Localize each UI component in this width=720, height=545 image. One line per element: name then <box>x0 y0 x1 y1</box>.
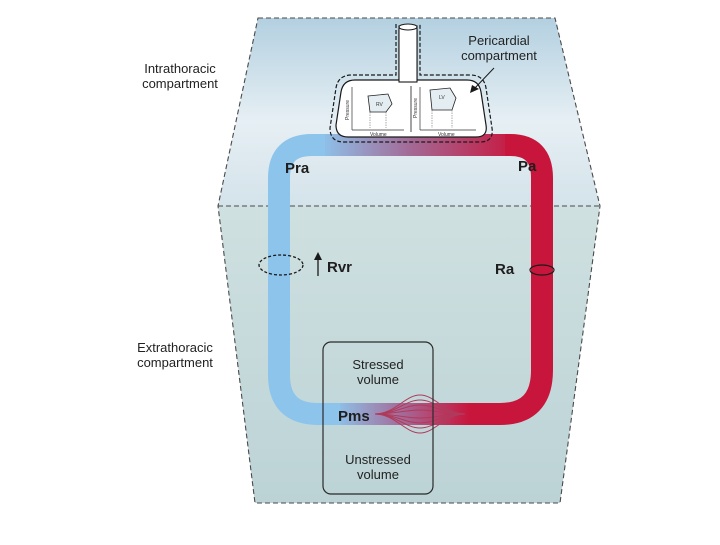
unstressed-volume-line2: volume <box>357 467 399 482</box>
lv-label: LV <box>439 95 445 101</box>
extrathoracic-label-line1: Extrathoracic <box>137 340 213 355</box>
arterial-resistance-ring <box>529 264 555 276</box>
unstressed-volume-label: Unstressed volume <box>323 452 433 482</box>
pericardial-label-line2: compartment <box>461 48 537 63</box>
extrathoracic-label: Extrathoracic compartment <box>115 340 235 370</box>
pericardial-label: Pericardial compartment <box>444 33 554 63</box>
venous-resistance-ring <box>258 254 304 276</box>
extrathoracic-region <box>218 206 600 503</box>
stressed-volume-line2: volume <box>357 372 399 387</box>
aorta-tube <box>398 23 418 83</box>
ra-label: Ra <box>495 261 515 278</box>
capillary-bed <box>374 394 466 434</box>
volume-box <box>322 341 434 495</box>
intrathoracic-label-line1: Intrathoracic <box>144 61 216 76</box>
pra-label: Pra <box>285 160 310 177</box>
pa-label: Pa <box>518 158 537 175</box>
pericardial-label-line1: Pericardial <box>468 33 530 48</box>
rv-axis-volume: Volume <box>370 132 387 138</box>
venous-return-vessel <box>268 134 343 425</box>
lv-axis-volume: Volume <box>438 132 455 138</box>
rv-axis-pressure: Pressure <box>345 100 351 120</box>
rvr-label: Rvr <box>327 259 353 276</box>
rv-pv-loop: RV Pressure Volume <box>345 87 404 138</box>
flow-arrow-icon <box>314 252 322 276</box>
stressed-volume-label: Stressed volume <box>323 357 433 387</box>
pericardial-pointer-arrow <box>470 67 495 93</box>
extrathoracic-label-line2: compartment <box>137 355 213 370</box>
arterial-vessel <box>470 134 553 425</box>
intrathoracic-label: Intrathoracic compartment <box>120 61 240 91</box>
rv-label: RV <box>376 102 384 108</box>
pericardial-outline <box>329 24 493 143</box>
unstressed-volume-line1: Unstressed <box>345 452 411 467</box>
stressed-volume-line1: Stressed <box>352 357 404 372</box>
lv-axis-pressure: Pressure <box>413 98 419 118</box>
lv-pv-loop: LV Pressure Volume <box>413 87 476 138</box>
intrathoracic-label-line2: compartment <box>142 76 218 91</box>
pms-label: Pms <box>338 408 370 425</box>
